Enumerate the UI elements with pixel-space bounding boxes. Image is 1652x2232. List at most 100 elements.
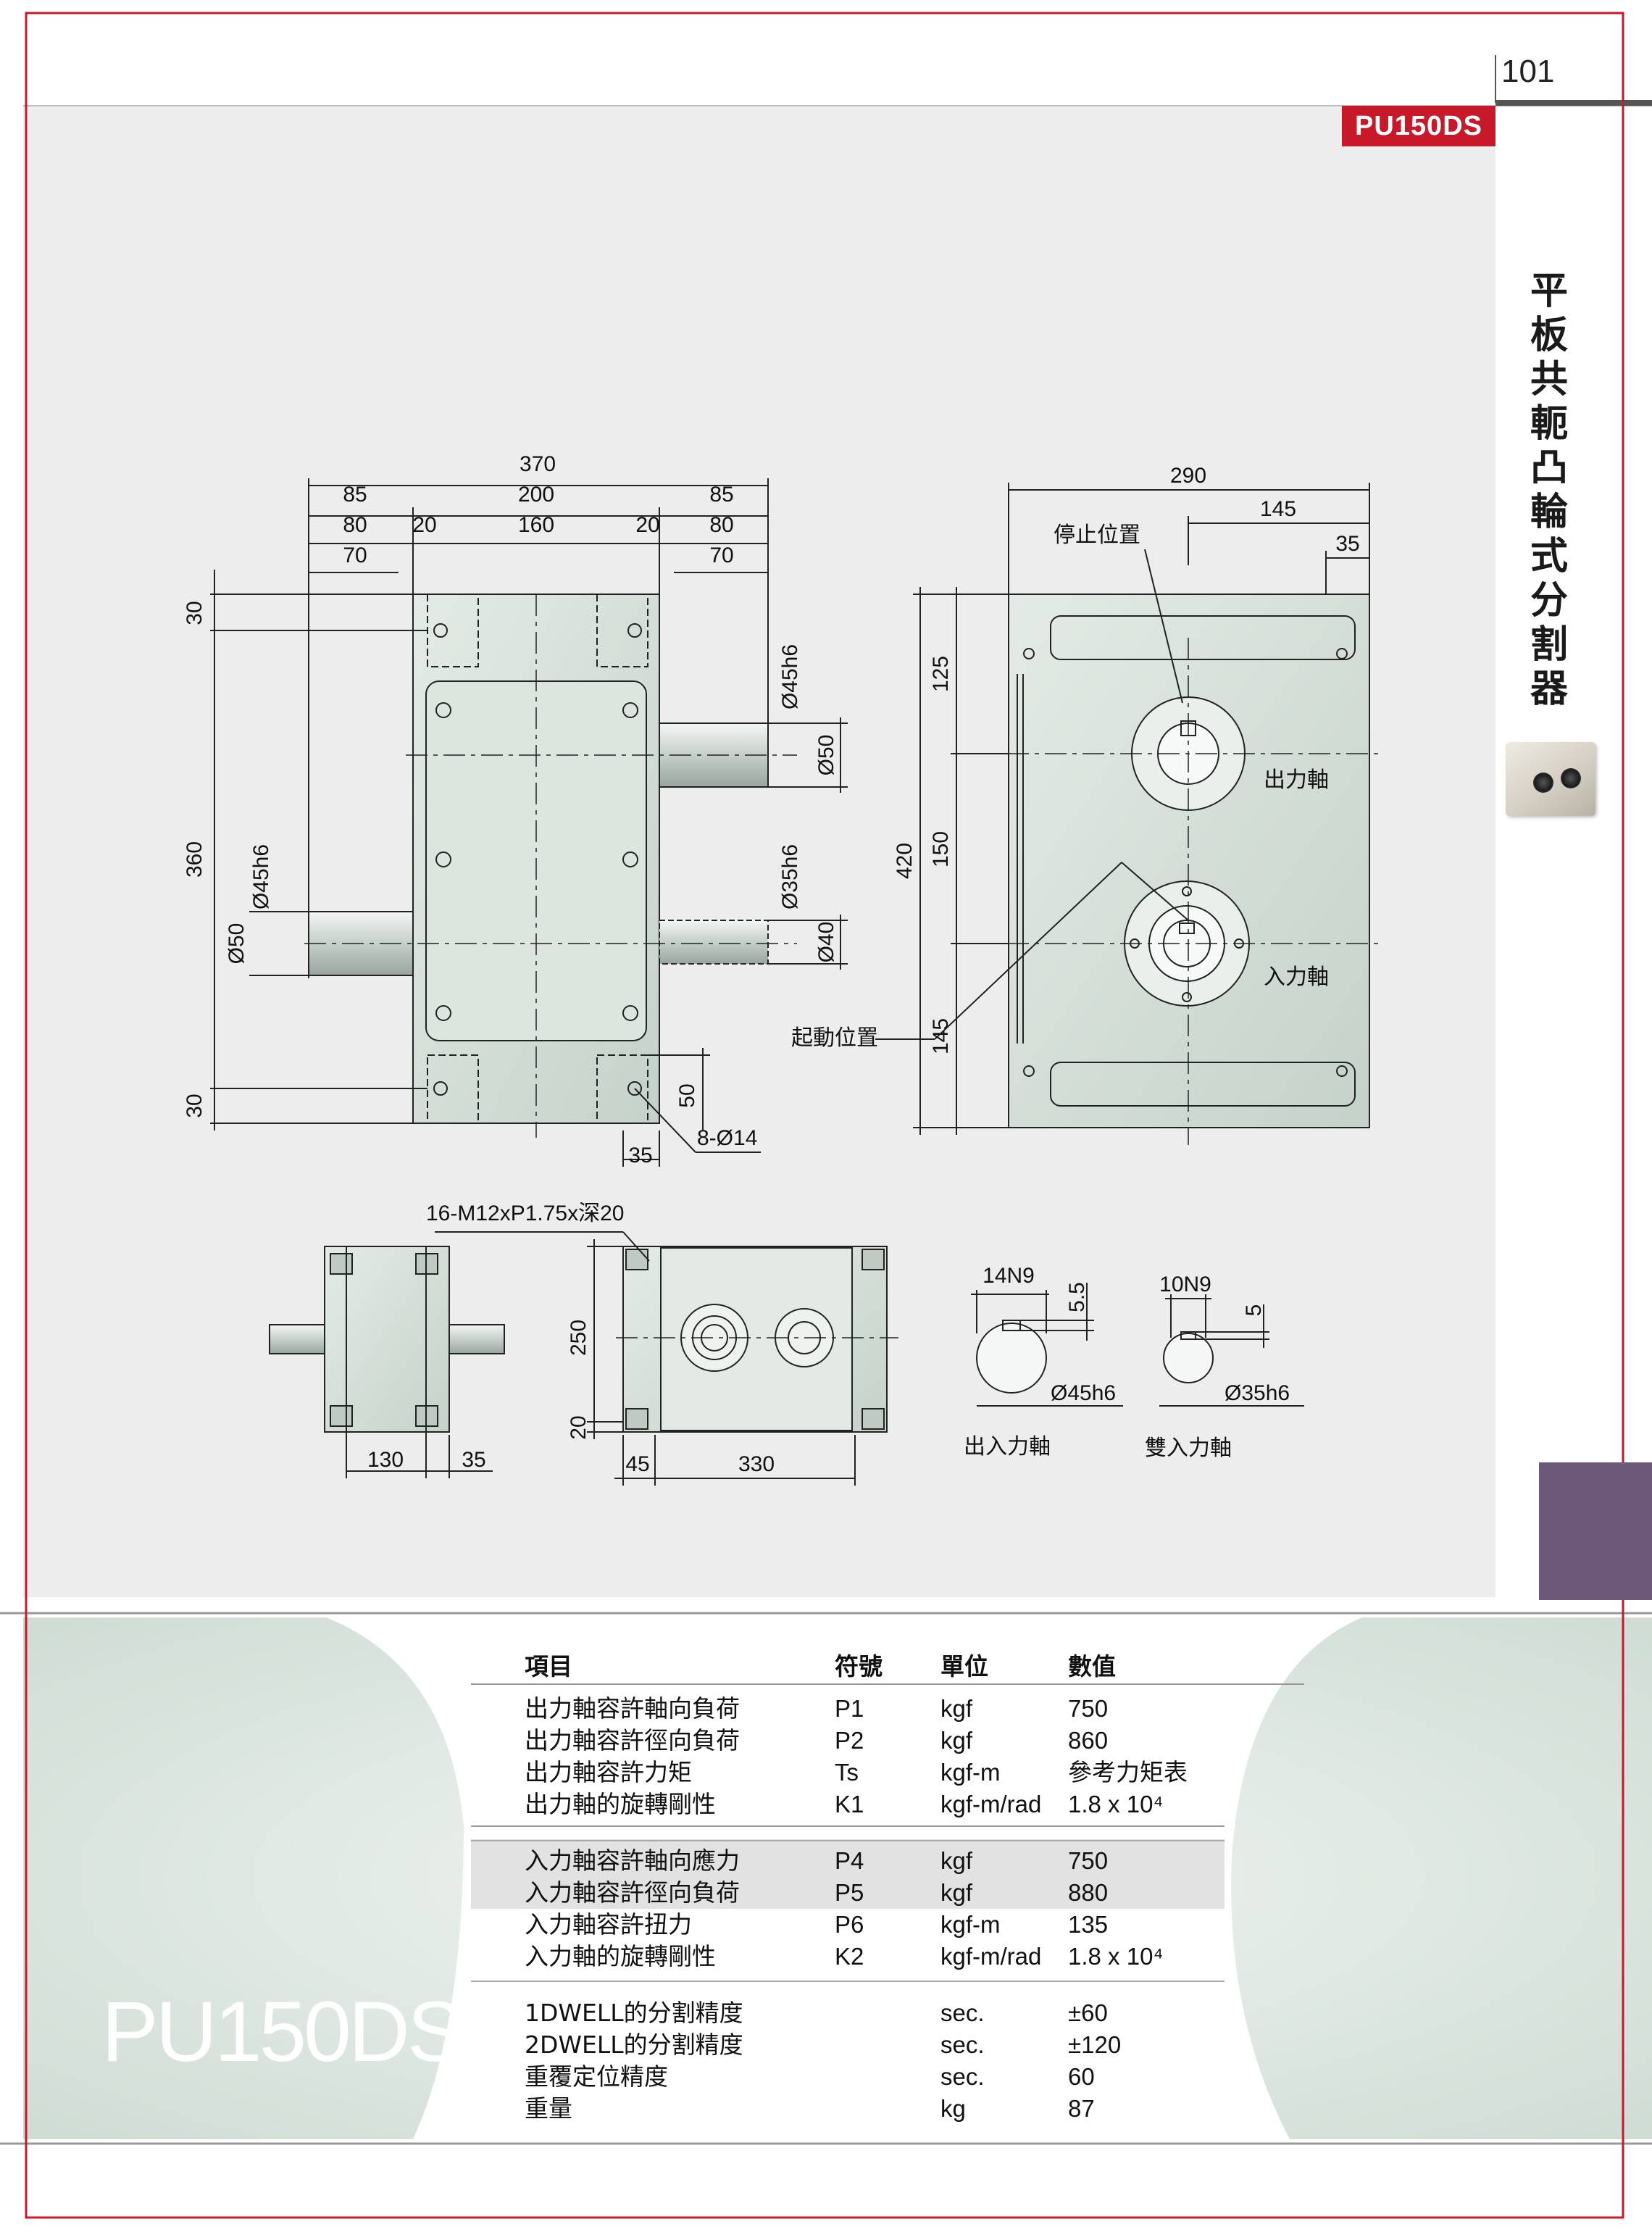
dim-50: 50 [675,1083,699,1107]
dim-145-top: 145 [1260,497,1296,521]
row-symbol: P5 [835,1879,864,1906]
row-item: 出力軸容許軸向負荷 [525,1694,740,1723]
dim-left-80: 80 [343,513,367,537]
row-symbol: K2 [835,1943,864,1970]
header-symbol: 符號 [835,1653,883,1680]
table-row: 入力軸的旋轉剛性 K2 kgf-m/rad 1.8 x 10⁴ [0,1941,1652,1973]
label-right-upper-shaft-50: Ø50 [814,735,838,776]
label-stop-position: 停止位置 [1054,523,1140,547]
row-symbol: P1 [835,1695,864,1722]
row-item: 入力軸容許徑向負荷 [525,1878,740,1907]
table-header: 項目 符號 單位 數值 [0,1651,1652,1683]
row-item: 入力軸容許軸向應力 [525,1846,740,1875]
label-right-upper-shaft-dia: Ø45h6 [778,644,802,709]
dim-290: 290 [1170,464,1206,488]
keyway-b-depth: 5 [1242,1304,1266,1317]
row-value: 880 [1068,1879,1109,1906]
row-item: 出力軸容許徑向負荷 [525,1726,740,1754]
row-item: 出力軸的旋轉剛性 [525,1790,716,1818]
row-unit: kgf [940,1879,973,1906]
row-value: ±60 [1068,1999,1108,2026]
row-symbol: Ts [835,1759,859,1786]
header-unit: 單位 [940,1653,988,1680]
dim-20: 20 [567,1415,591,1439]
keyway-a-width: 14N9 [983,1264,1035,1288]
row-value: 750 [1068,1695,1109,1722]
label-start-position: 起動位置 [791,1026,878,1050]
row-symbol: P4 [835,1847,864,1874]
dim-right-20: 20 [635,513,659,537]
dim-125: 125 [929,656,953,692]
label-output-shaft: 出力軸 [1264,768,1329,792]
table-row: 出力軸容許力矩 Ts kgf-m 參考力矩表 [0,1757,1652,1788]
table-row: 出力軸容許徑向負荷 P2 kgf 860 [0,1725,1652,1757]
page-number: 101 [1501,54,1555,89]
dim-160: 160 [518,513,554,537]
dim-top-30: 30 [183,601,206,625]
vertical-title: 平板共軛凸輪式分割器 [1530,270,1568,711]
row-value: 860 [1068,1727,1109,1754]
keyway-b-caption: 雙入力軸 [1145,1436,1232,1460]
keyway-a-caption: 出入力軸 [964,1435,1051,1459]
table-row: 入力軸容許徑向負荷 P5 kgf 880 [0,1877,1652,1909]
row-item: 出力軸容許力矩 [525,1758,692,1786]
dim-bottom-30: 30 [183,1094,206,1117]
label-left-shaft-dia: Ø45h6 [249,844,273,909]
header-value: 數值 [1068,1653,1116,1680]
row-unit: sec. [940,2063,985,2090]
dim-left-85: 85 [343,483,367,507]
dim-250: 250 [567,1320,591,1356]
keyway-a-depth: 5.5 [1065,1282,1089,1312]
row-symbol: P6 [835,1911,864,1938]
row-value: 60 [1068,2063,1095,2090]
row-unit: kgf-m/rad [940,1791,1042,1817]
row-value: 參考力矩表 [1068,1759,1188,1786]
table-row: 入力軸容許扭力 P6 kgf-m 135 [0,1909,1652,1941]
row-value: 135 [1068,1911,1109,1938]
dim-right-85: 85 [709,483,733,507]
dim-130: 130 [367,1448,404,1472]
row-value: 1.8 x 10⁴ [1068,1791,1164,1817]
row-item: 入力軸容許扭力 [525,1910,692,1939]
row-unit: kgf [940,1847,973,1874]
label-left-shaft-50: Ø50 [225,923,249,965]
product-photo [1506,742,1595,816]
row-unit: kgf-m/rad [940,1943,1042,1970]
row-item: 重量 [525,2094,572,2123]
dim-right-80: 80 [709,513,733,537]
row-unit: kg [940,2095,966,2122]
row-unit: kgf [940,1695,973,1722]
table-row: 入力軸容許軸向應力 P4 kgf 750 [0,1845,1652,1877]
dim-145-side: 145 [929,1018,953,1054]
dim-360: 360 [183,841,206,878]
row-item: 2DWELL的分割精度 [525,2031,743,2059]
row-item: 入力軸的旋轉剛性 [525,1942,716,1970]
keyway-b-width: 10N9 [1159,1273,1211,1296]
row-value: ±120 [1068,2031,1122,2058]
dim-left-20: 20 [412,513,436,537]
dim-35: 35 [628,1144,652,1167]
row-unit: kgf-m [940,1911,1001,1938]
row-symbol: P2 [835,1727,864,1754]
table-row: 重覆定位精度 sec. 60 [0,2061,1652,2093]
table-row: 出力軸的旋轉剛性 K1 kgf-m/rad 1.8 x 10⁴ [0,1788,1652,1820]
dim-end-35: 35 [462,1448,485,1472]
row-value: 750 [1068,1847,1109,1874]
footer-model-name: PU150DS [101,1984,464,2080]
dim-right-70: 70 [709,544,733,567]
row-item: 重覆定位精度 [525,2062,668,2091]
dim-200: 200 [518,483,554,507]
label-mount-holes: 8-Ø14 [697,1126,757,1150]
dim-330: 330 [738,1452,775,1476]
dim-420: 420 [893,843,917,879]
dim-overall-width: 370 [520,452,556,476]
label-input-shaft: 入力軸 [1264,965,1329,989]
row-unit: kgf [940,1727,973,1754]
section-tab [1539,1462,1652,1600]
table-row: 2DWELL的分割精度 sec. ±120 [0,2029,1652,2061]
row-unit: sec. [940,2031,985,2058]
dim-150: 150 [929,831,953,867]
dim-left-70: 70 [343,544,367,567]
